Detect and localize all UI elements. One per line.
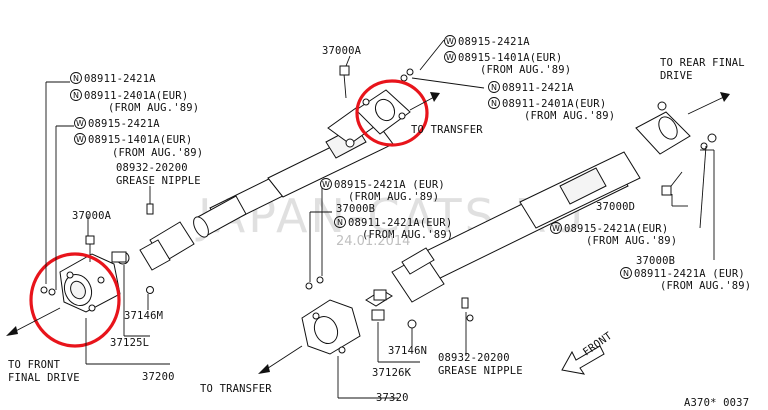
prefix-n-top: N bbox=[491, 83, 497, 92]
top-n1: 08911-2421A bbox=[502, 82, 574, 94]
prefix-w-left: W bbox=[76, 119, 84, 128]
right-n1b: (FROM AUG.'89) bbox=[660, 280, 751, 292]
highlight-front-flange bbox=[29, 252, 121, 348]
part-37125L: 37125L bbox=[110, 337, 149, 349]
watermark-date: 24.01.2014 bbox=[336, 234, 410, 249]
bolt-37000A-left bbox=[85, 235, 95, 245]
highlight-transfer-flange bbox=[355, 79, 429, 147]
part-37000B-right: 37000B bbox=[636, 255, 675, 267]
bolt-37000A-top bbox=[343, 73, 347, 99]
grease-right-part: 08932-20200 bbox=[438, 352, 510, 364]
circle-w-mid bbox=[320, 178, 332, 190]
prefix-w-right: W bbox=[552, 224, 560, 233]
front-direction-arrow bbox=[561, 345, 605, 375]
circle-n-left bbox=[70, 72, 82, 84]
prefix-n-top-2: N bbox=[491, 99, 497, 108]
front-shaft-rear-joint bbox=[327, 65, 429, 148]
rear-shaft-center-bearing bbox=[559, 167, 607, 205]
left-n2b: (FROM AUG.'89) bbox=[108, 102, 199, 114]
label-to-front-2: FINAL DRIVE bbox=[8, 372, 80, 384]
label-to-rear-1: TO REAR FINAL bbox=[660, 57, 745, 69]
grease-left-part: 08932-20200 bbox=[116, 162, 188, 174]
prefix-w-top-2: W bbox=[446, 53, 454, 62]
rear-propeller-shaft bbox=[301, 101, 717, 355]
prefix-w-top: W bbox=[446, 37, 454, 46]
labels: TO FRONT FINAL DRIVE TO REAR FINAL DRIVE… bbox=[8, 35, 751, 409]
prefix-n-left-2: N bbox=[73, 91, 79, 100]
grease-nipple-right bbox=[461, 297, 469, 309]
right-w1b: (FROM AUG.'89) bbox=[586, 235, 677, 247]
circle-n-top bbox=[488, 81, 500, 93]
grease-left-name: GREASE NIPPLE bbox=[116, 175, 201, 187]
mid-w1: 08915-2421A (EUR) bbox=[334, 179, 445, 191]
label-to-transfer-bottom: TO TRANSFER bbox=[200, 383, 272, 395]
circle-n-top-2 bbox=[488, 97, 500, 109]
right-n1: 08911-2421A (EUR) bbox=[634, 268, 745, 280]
label-to-rear-2: DRIVE bbox=[660, 70, 693, 82]
arrow-to-transfer-top bbox=[430, 92, 440, 102]
circle-w-right bbox=[550, 222, 562, 234]
label-to-transfer-top: TO TRANSFER bbox=[411, 124, 483, 136]
top-w2b: (FROM AUG.'89) bbox=[480, 64, 571, 76]
top-n2: 08911-2401A(EUR) bbox=[502, 98, 606, 110]
mid-n1b: (FROM AUG.'89) bbox=[362, 229, 453, 241]
circle-w-left bbox=[74, 117, 86, 129]
direction-arrows bbox=[6, 92, 730, 375]
figure-code: A370* 0037 bbox=[684, 397, 749, 409]
left-w2: 08915-1401A(EUR) bbox=[88, 134, 192, 146]
prefix-w-left-2: W bbox=[76, 135, 84, 144]
top-n2b: (FROM AUG.'89) bbox=[524, 110, 615, 122]
part-37146M: 37146M bbox=[124, 310, 163, 322]
circle-w-top bbox=[444, 35, 456, 47]
part-37000A-left: 37000A bbox=[72, 210, 112, 222]
prefix-n-left: N bbox=[73, 74, 79, 83]
prefix-n-right: N bbox=[623, 269, 629, 278]
part-37000A-top: 37000A bbox=[322, 45, 362, 57]
part-37000B-mid: 37000B bbox=[336, 203, 375, 215]
top-w2: 08915-1401A(EUR) bbox=[458, 52, 562, 64]
grease-nipple-left bbox=[146, 203, 154, 215]
prefix-n-mid: N bbox=[337, 218, 343, 227]
left-w2b: (FROM AUG.'89) bbox=[112, 147, 203, 159]
left-w1: 08915-2421A bbox=[88, 118, 160, 130]
arrow-to-front-final-drive bbox=[6, 326, 18, 336]
arrow-to-rear-final-drive bbox=[720, 92, 730, 102]
part-37000D: 37000D bbox=[596, 201, 635, 213]
circle-w-top-2 bbox=[444, 51, 456, 63]
part-37320: 37320 bbox=[376, 392, 409, 404]
grease-right-name: GREASE NIPPLE bbox=[438, 365, 523, 377]
circle-n-mid bbox=[334, 216, 346, 228]
arrow-to-transfer-bottom bbox=[258, 364, 270, 374]
left-n2: 08911-2401A(EUR) bbox=[84, 90, 188, 102]
prefix-w-mid: W bbox=[322, 180, 330, 189]
left-n1: 08911-2421A bbox=[84, 73, 156, 85]
top-w1: 08915-2421A bbox=[458, 36, 530, 48]
part-37146N: 37146N bbox=[388, 345, 427, 357]
mid-w1b: (FROM AUG.'89) bbox=[348, 191, 439, 203]
part-37200: 37200 bbox=[142, 371, 175, 383]
part-37126K: 37126K bbox=[372, 367, 412, 379]
mid-n1: 08911-2421A(EUR) bbox=[348, 217, 452, 229]
nut-left bbox=[40, 286, 48, 294]
label-to-front-1: TO FRONT bbox=[8, 359, 61, 371]
circle-n-left-2 bbox=[70, 89, 82, 101]
right-w1: 08915-2421A(EUR) bbox=[564, 223, 668, 235]
circle-n-right bbox=[620, 267, 632, 279]
leader-lines bbox=[45, 39, 715, 399]
circle-w-left-2 bbox=[74, 133, 86, 145]
